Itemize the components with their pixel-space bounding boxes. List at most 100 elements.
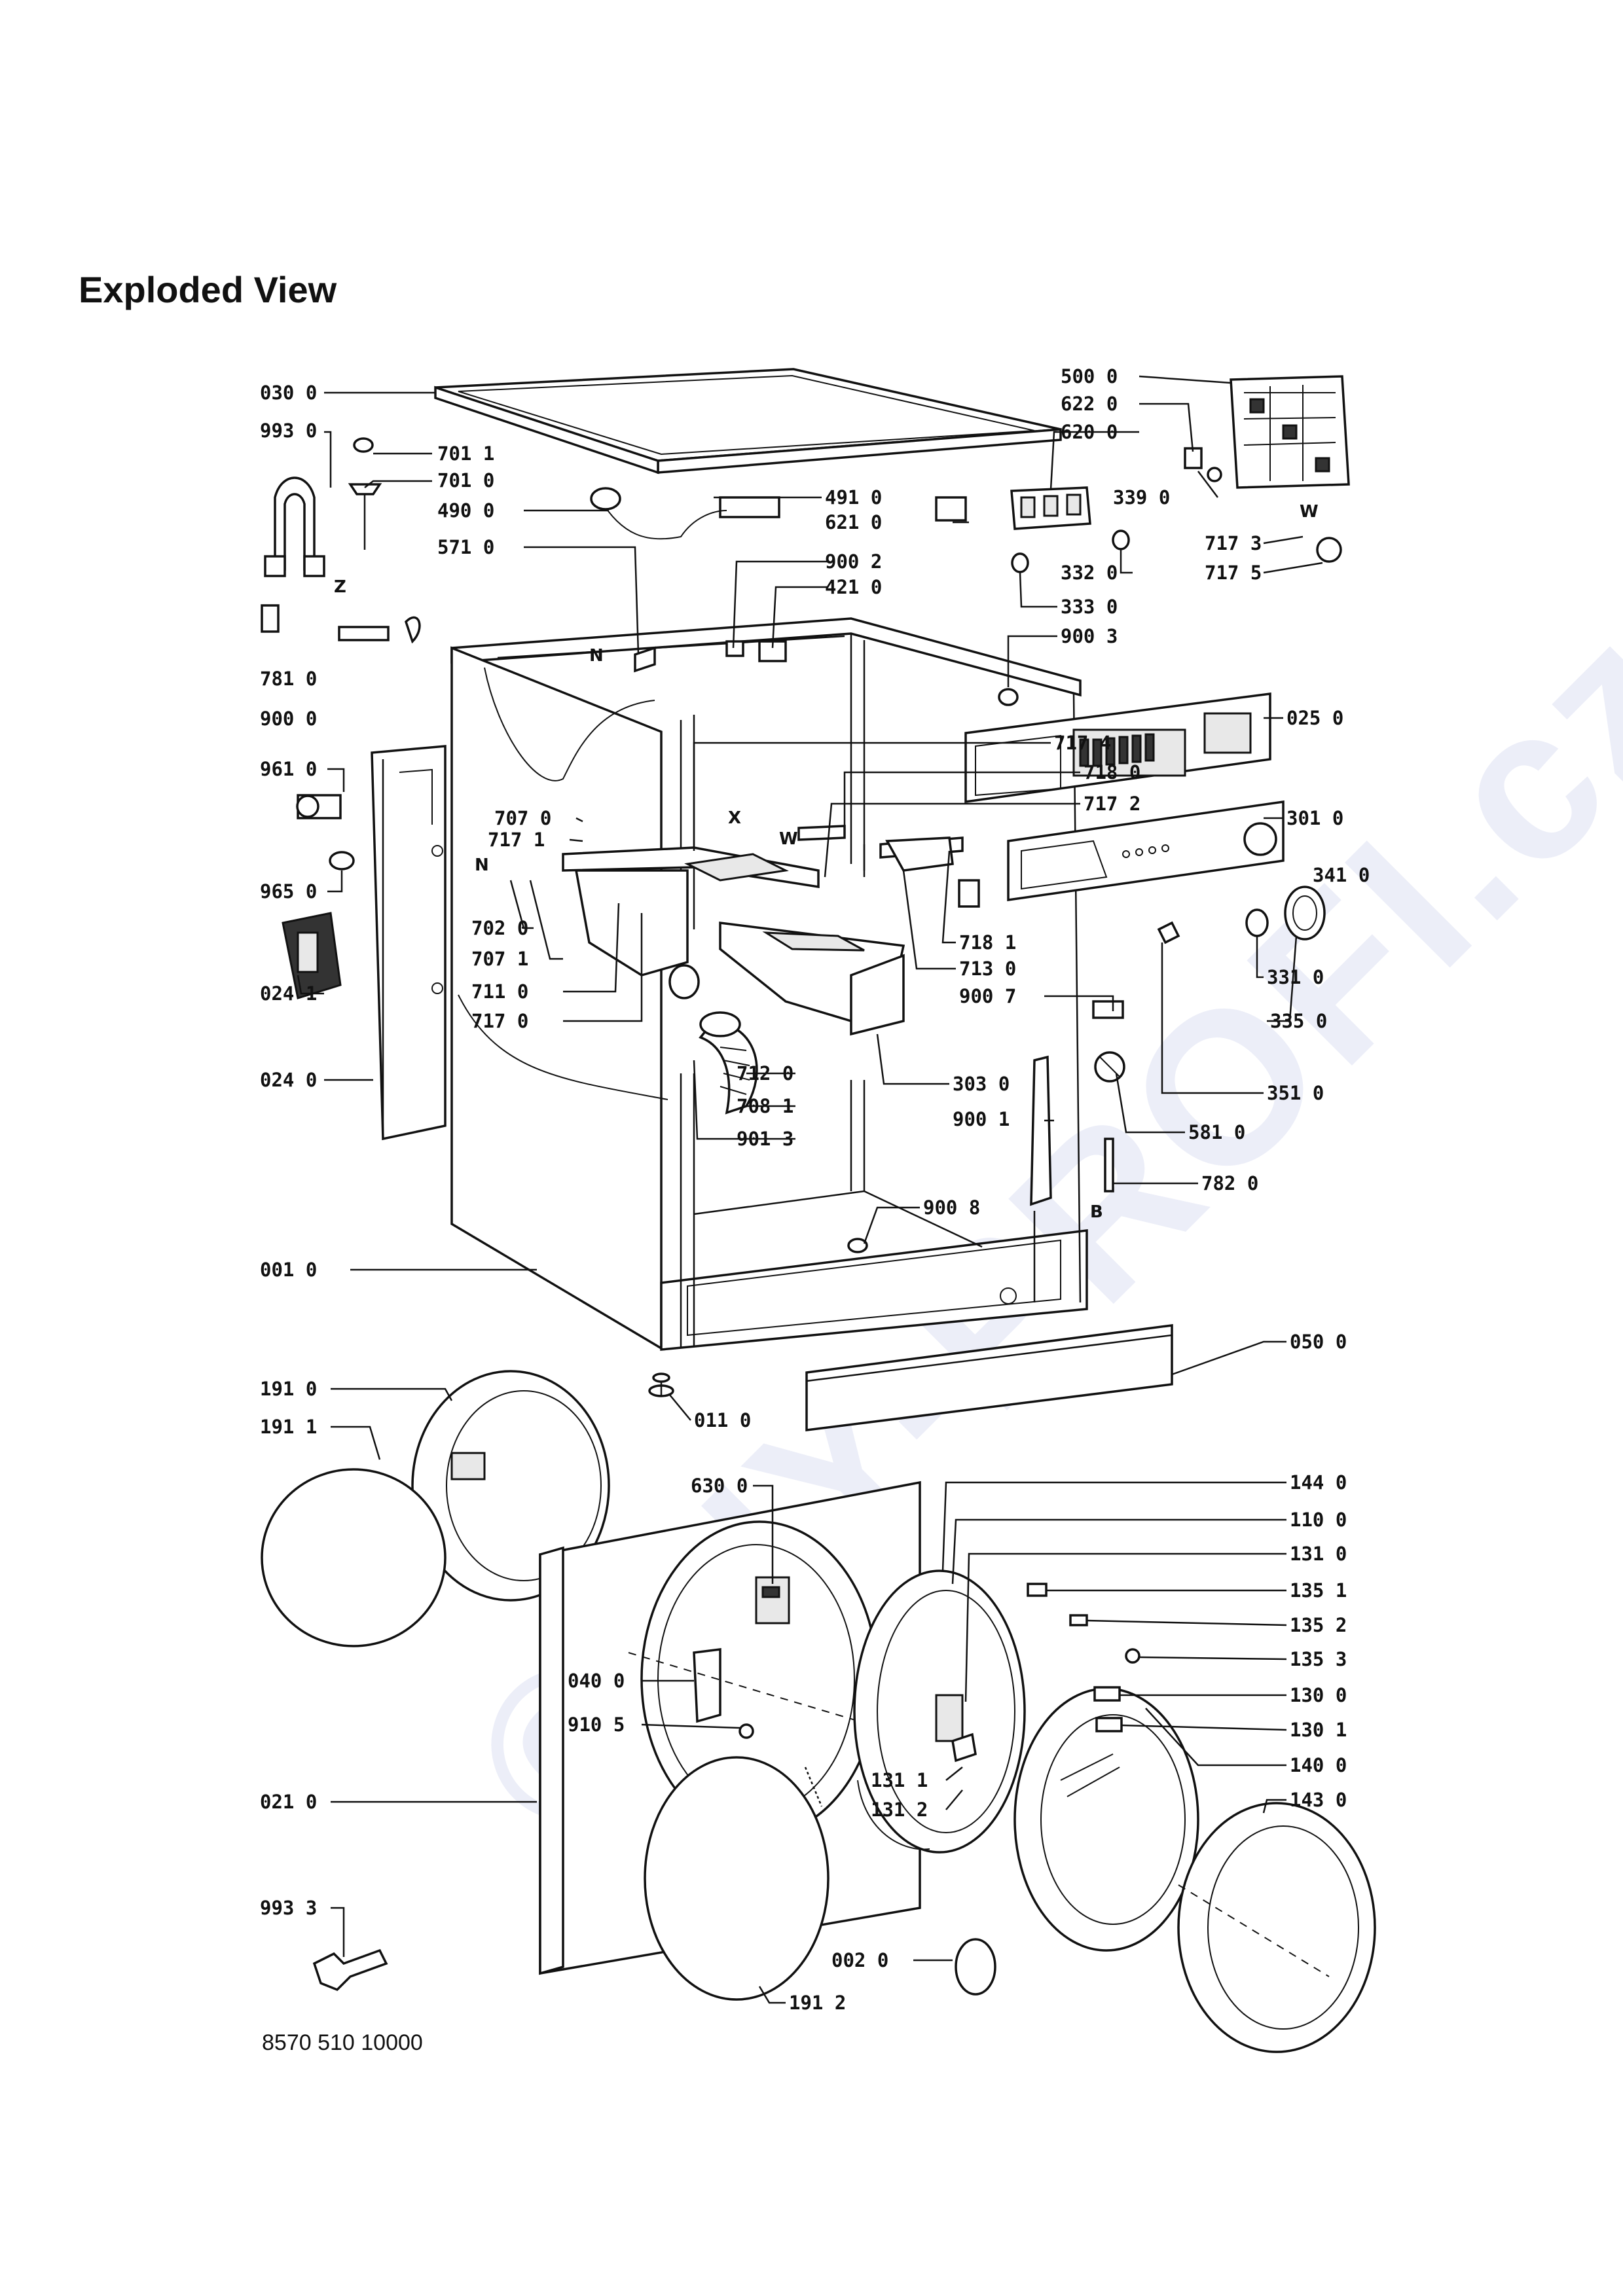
page-title: Exploded View bbox=[79, 269, 337, 310]
label-993-3: 993 3 bbox=[260, 1897, 317, 1919]
label-191-2: 191 2 bbox=[789, 1992, 846, 2014]
door-outer-ring bbox=[1177, 1802, 1376, 2053]
label-708-1: 708 1 bbox=[737, 1095, 793, 1117]
label-025-0: 025 0 bbox=[1286, 707, 1343, 729]
label-131-1: 131 1 bbox=[871, 1769, 928, 1791]
label-490-0: 490 0 bbox=[437, 499, 494, 522]
rear-panel bbox=[371, 745, 447, 1141]
label-002-0: 002 0 bbox=[831, 1949, 888, 1971]
label-050-0: 050 0 bbox=[1290, 1331, 1347, 1353]
label-135-2: 135 2 bbox=[1290, 1614, 1347, 1636]
label-021-0: 021 0 bbox=[260, 1791, 317, 1813]
cabinet-body bbox=[450, 617, 1088, 1351]
label-701-1: 701 1 bbox=[437, 442, 494, 465]
label-717-3: 717 3 bbox=[1205, 532, 1262, 554]
letter-n-top: N bbox=[589, 646, 604, 666]
label-110-0: 110 0 bbox=[1290, 1509, 1347, 1531]
letter-n-left: N bbox=[475, 855, 489, 875]
letter-b: B bbox=[1090, 1202, 1103, 1222]
label-131-2: 131 2 bbox=[871, 1799, 928, 1821]
base-plinth bbox=[805, 1324, 1173, 1431]
label-030-0: 030 0 bbox=[260, 382, 317, 404]
label-001-0: 001 0 bbox=[260, 1259, 317, 1281]
door-inner-ring bbox=[853, 1570, 1026, 1854]
label-717-1: 717 1 bbox=[488, 829, 545, 851]
label-622-0: 622 0 bbox=[1061, 393, 1118, 415]
part-labels: 030 0 993 0 701 1 701 0 490 0 571 0 781 … bbox=[260, 365, 1370, 2014]
door-small-parts bbox=[951, 1583, 1140, 1763]
door-lid bbox=[644, 1756, 830, 2001]
letter-w-middle: W bbox=[779, 829, 798, 849]
label-191-0: 191 0 bbox=[260, 1378, 317, 1400]
label-910-5: 910 5 bbox=[568, 1713, 625, 1736]
label-701-0: 701 0 bbox=[437, 469, 494, 492]
door-seal bbox=[261, 1370, 610, 1647]
label-702-0: 702 0 bbox=[471, 917, 528, 939]
label-717-5: 717 5 bbox=[1205, 562, 1262, 584]
wrench bbox=[312, 1948, 388, 1992]
label-713-0: 713 0 bbox=[959, 958, 1016, 980]
label-341-0: 341 0 bbox=[1313, 864, 1370, 886]
label-900-7: 900 7 bbox=[959, 985, 1016, 1007]
label-135-3: 135 3 bbox=[1290, 1648, 1347, 1670]
label-900-8: 900 8 bbox=[923, 1196, 980, 1219]
letter-w-top: W bbox=[1300, 502, 1319, 522]
label-500-0: 500 0 bbox=[1061, 365, 1118, 387]
label-301-0: 301 0 bbox=[1286, 807, 1343, 829]
label-717-0: 717 0 bbox=[471, 1010, 528, 1032]
small-electrical-parts bbox=[590, 447, 1222, 706]
label-351-0: 351 0 bbox=[1267, 1082, 1324, 1104]
label-712-0: 712 0 bbox=[737, 1062, 793, 1085]
programmer-timer bbox=[1230, 375, 1350, 563]
left-small-parts bbox=[261, 437, 421, 999]
label-011-0: 011 0 bbox=[694, 1409, 751, 1431]
label-717-4: 717 4 bbox=[1054, 732, 1111, 754]
label-333-0: 333 0 bbox=[1061, 596, 1118, 618]
right-small-parts bbox=[847, 836, 1180, 1253]
dispenser-hose bbox=[668, 964, 758, 1115]
label-900-2: 900 2 bbox=[825, 550, 882, 573]
label-965-0: 965 0 bbox=[260, 880, 317, 903]
label-135-1: 135 1 bbox=[1290, 1579, 1347, 1602]
label-782-0: 782 0 bbox=[1201, 1172, 1258, 1194]
fascia bbox=[1007, 800, 1285, 902]
label-718-1: 718 1 bbox=[959, 931, 1016, 954]
label-332-0: 332 0 bbox=[1061, 562, 1118, 584]
relay-block bbox=[1010, 486, 1091, 530]
program-knob bbox=[1245, 886, 1326, 941]
label-718-0: 718 0 bbox=[1084, 761, 1140, 783]
label-707-0: 707 0 bbox=[494, 807, 551, 829]
leader-lines bbox=[297, 375, 1323, 2004]
label-191-1: 191 1 bbox=[260, 1416, 317, 1438]
label-130-1: 130 1 bbox=[1290, 1719, 1347, 1741]
label-961-0: 961 0 bbox=[260, 758, 317, 780]
label-335-0: 335 0 bbox=[1270, 1010, 1327, 1032]
label-421-0: 421 0 bbox=[825, 576, 882, 598]
label-144-0: 144 0 bbox=[1290, 1471, 1347, 1494]
letter-z: Z bbox=[334, 577, 346, 597]
label-711-0: 711 0 bbox=[471, 980, 528, 1003]
label-900-0: 900 0 bbox=[260, 708, 317, 730]
label-491-0: 491 0 bbox=[825, 486, 882, 509]
label-620-0: 620 0 bbox=[1061, 421, 1118, 443]
label-630-0: 630 0 bbox=[691, 1475, 748, 1497]
label-140-0: 140 0 bbox=[1290, 1754, 1347, 1776]
label-571-0: 571 0 bbox=[437, 536, 494, 558]
label-303-0: 303 0 bbox=[953, 1073, 1010, 1095]
label-993-0: 993 0 bbox=[260, 420, 317, 442]
letter-x: X bbox=[728, 808, 741, 828]
label-024-0: 024 0 bbox=[260, 1069, 317, 1091]
document-number: 8570 510 10000 bbox=[262, 2030, 423, 2055]
reference-letters: N Z X W W N B bbox=[334, 502, 1319, 1222]
filter-cap bbox=[955, 1938, 996, 1996]
label-131-0: 131 0 bbox=[1290, 1543, 1347, 1565]
top-cover bbox=[434, 368, 1062, 475]
label-781-0: 781 0 bbox=[260, 668, 317, 690]
label-581-0: 581 0 bbox=[1188, 1121, 1245, 1143]
adjustable-foot bbox=[648, 1372, 674, 1397]
label-900-3: 900 3 bbox=[1061, 625, 1118, 647]
label-621-0: 621 0 bbox=[825, 511, 882, 533]
label-040-0: 040 0 bbox=[568, 1670, 625, 1692]
label-900-1: 900 1 bbox=[953, 1108, 1010, 1130]
